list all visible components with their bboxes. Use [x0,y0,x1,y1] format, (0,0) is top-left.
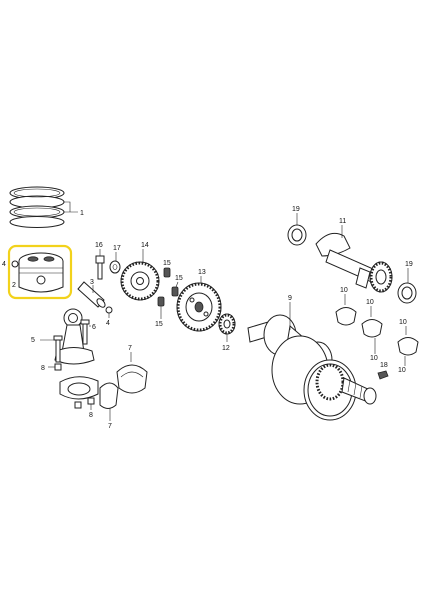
callout-5: 5 [31,337,35,344]
callout-15-top: 15 [163,260,171,267]
connecting-rod-nuts [54,363,95,409]
connecting-rod-bearing-upper [116,364,148,394]
callout-17: 17 [113,245,121,252]
piston [18,252,64,293]
main-bearing-2 [361,319,383,338]
callout-19-right: 19 [405,261,413,268]
callout-7-upper: 7 [128,345,132,352]
callout-16: 16 [95,242,103,249]
connecting-rod [54,308,99,400]
piston-rings [9,186,65,228]
balancer-shaft [315,232,393,293]
primary-driven-gear [176,282,222,332]
crankshaft [247,314,377,421]
callout-14: 14 [141,242,149,249]
balancer-bearing-left [287,224,307,246]
callout-4-right: 4 [106,320,110,327]
callout-2: 2 [12,282,16,289]
callout-3: 3 [90,279,94,286]
callout-7-lower: 7 [108,423,112,430]
callout-8-lower: 8 [89,412,93,419]
piston-pin [77,281,106,308]
callout-10-a: 10 [340,287,348,294]
callout-10-c: 10 [399,319,407,326]
callout-15-bottom: 15 [155,321,163,328]
callout-13: 13 [198,269,206,276]
gear-bolt [95,255,105,280]
woodruff-key [377,370,389,380]
callout-6: 6 [92,324,96,331]
callout-10-b: 10 [366,299,374,306]
damper-springs [157,267,179,307]
piston-highlight-box [7,244,73,300]
callout-10-e: 10 [398,367,406,374]
callout-11: 11 [339,218,346,225]
callout-15-middle: 15 [175,275,183,282]
callout-18: 18 [380,362,388,369]
balancer-bearing-right [397,282,417,304]
timing-sprocket [218,313,236,335]
main-bearing-1 [335,307,357,326]
callout-10-d: 10 [370,355,378,362]
piston-pin-clip-right [105,306,113,314]
primary-drive-gear [120,261,160,301]
callout-9: 9 [288,295,292,302]
callout-1: 1 [80,210,84,217]
callout-4-left: 4 [2,261,6,268]
washer [109,260,121,274]
callout-8-upper: 8 [41,365,45,372]
main-bearing-3 [397,337,419,356]
callout-19-left: 19 [292,206,300,213]
callout-12: 12 [222,345,230,352]
piston-pin-clip-left [11,260,19,268]
connecting-rod-bearing-lower [99,382,119,409]
connecting-rod-bolts [53,319,90,363]
